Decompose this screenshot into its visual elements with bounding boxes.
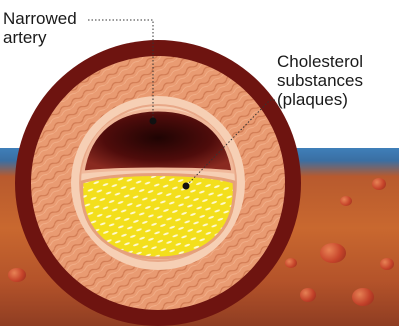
cholesterol-dot — [183, 183, 190, 190]
narrowed-artery-label: Narrowed artery — [3, 9, 77, 47]
narrowed-artery-dot — [150, 118, 157, 125]
cholesterol-label: Cholesterol substances (plaques) — [277, 52, 363, 109]
